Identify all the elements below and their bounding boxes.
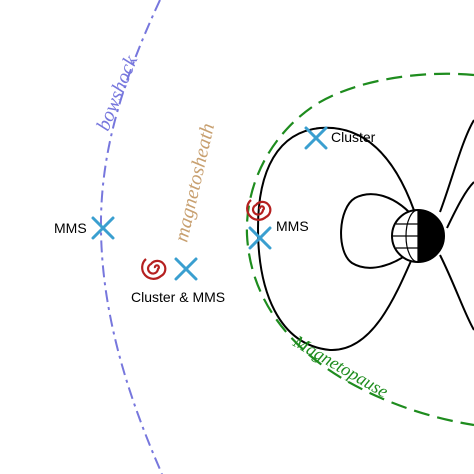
spiral-marker-icon: [246, 199, 272, 221]
cross-marker-icon: [174, 257, 198, 281]
right-field-line: [439, 119, 474, 213]
bowshock-label: bowshock: [92, 51, 142, 133]
outer-field-line: [256, 126, 419, 352]
cross-marker-icon: [248, 226, 272, 250]
cluster-mms-label: Cluster & MMS: [131, 289, 225, 305]
mms-magnetopause-label: MMS: [276, 218, 309, 234]
magnetopause-label: Magnetopause: [289, 331, 392, 402]
magnetopause-curve: [245, 72, 474, 427]
field-lines: [256, 119, 474, 352]
right-field-line-2: [439, 254, 474, 331]
bowshock-curve: [99, 0, 163, 474]
inner-field-line: [340, 193, 419, 269]
cross-marker-icon: [304, 126, 328, 150]
mms-bowshock-label: MMS: [54, 220, 87, 236]
magnetosheath-label: magnetosheath: [170, 121, 219, 244]
cross-marker-icon: [91, 216, 115, 240]
spiral-marker-icon: [141, 258, 167, 280]
right-field-line-3: [446, 181, 474, 229]
cluster-label: Cluster: [331, 129, 376, 145]
earth-globe-icon: [391, 209, 445, 263]
